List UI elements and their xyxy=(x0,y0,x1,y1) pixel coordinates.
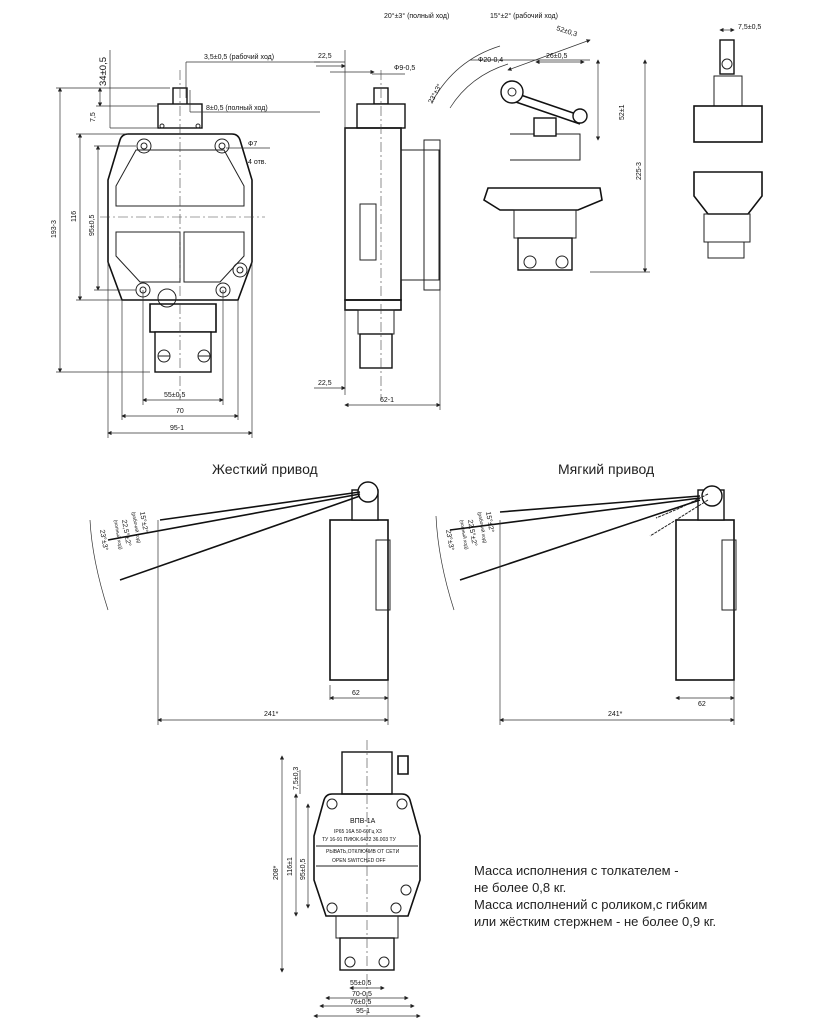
dim-116: 116 xyxy=(71,211,78,222)
rigid-dim-62: 62 xyxy=(352,690,360,697)
dim-70: 70 xyxy=(176,408,184,415)
angle-full-travel: 20°±3° (полный ход) xyxy=(384,12,449,20)
bottom-dim-55: 55±0,5 xyxy=(350,980,371,987)
plate-line3: РЫВАТЬ,ОТКЛЮЧИВ ОТ СЕТИ xyxy=(326,849,400,855)
mount-hole-tl xyxy=(136,138,152,154)
hole-count: 4 отв. xyxy=(248,159,267,166)
rigid-angle-full: 23°±3° xyxy=(98,529,110,551)
bottom-dim-76: 76±0,5 xyxy=(350,999,371,1006)
flex-angle-full: 23°±3° xyxy=(444,529,456,551)
bottom-view: ВПВ-1А IP65 16А 50-60Гц Х3 ТУ 16-91 ПИЮК… xyxy=(273,740,421,1019)
plate-line2: ТУ 16-91 ПИЮК.6422 36.003 ТУ xyxy=(322,837,397,843)
dim-dia20: Ф20-0,4 xyxy=(478,57,503,64)
plate-line1: IP65 16А 50-60Гц Х3 xyxy=(334,829,382,835)
bottom-dim-116: 116±1 xyxy=(287,857,294,876)
dim-full-travel: 8±0,5 (полный ход) xyxy=(206,104,268,112)
dim-34: 34±0,5 xyxy=(98,57,109,86)
dim-95-height: 95±0,5 xyxy=(89,215,96,236)
angle-working-travel: 15°±2° (рабочий ход) xyxy=(490,12,558,20)
rigid-dim-241: 241* xyxy=(264,711,279,718)
note-line: Масса исполнения с толкателем - xyxy=(474,863,679,878)
flex-dim-62: 62 xyxy=(698,701,706,708)
note-line: не более 0,8 кг. xyxy=(474,880,567,895)
mount-hole-r xyxy=(232,262,248,278)
front-view: 34±0,5 3,5±0,5 (рабочий ход) 8±0,5 (полн… xyxy=(51,50,320,438)
mass-notes: Масса исполнения с толкателем - не более… xyxy=(474,862,716,930)
flex-dim-241: 241* xyxy=(608,711,623,718)
dim-22-5-top: 22,5 xyxy=(318,53,332,60)
rigid-drive-view: Жесткий привод 15°±2° (рабочий ход) 22,5… xyxy=(89,461,391,725)
lever-head xyxy=(483,187,603,211)
flexible-drive-view: Мягкий привод 15°±2° (рабочий ход) 22,5°… xyxy=(435,461,737,725)
caption-rigid-drive: Жесткий привод xyxy=(212,461,318,477)
plate-model: ВПВ-1А xyxy=(350,818,376,825)
dim-62-side: 62-1 xyxy=(380,397,394,404)
dim-7-5: 7,5 xyxy=(90,112,97,122)
note-line: Масса исполнений с роликом,с гибким xyxy=(474,897,708,912)
hole-diameter: Ф7 xyxy=(248,141,257,148)
mount-hole-tr xyxy=(214,138,230,154)
dim-26: 26±0,5 xyxy=(546,53,567,60)
cable-gland xyxy=(154,331,212,373)
plate-line4: OPEN SWITCHED OFF xyxy=(332,858,386,864)
flex-angle-working: 15°±2° xyxy=(484,511,496,533)
bottom-dim-70: 70-0,5 xyxy=(352,991,372,998)
dim-52-1: 52±1 xyxy=(619,104,626,120)
angle-23: 23°±3° xyxy=(427,82,444,105)
side-body xyxy=(344,127,402,301)
dim-52-3: 52±0,3 xyxy=(555,25,578,38)
dim-7-5-roller: 7,5±0,5 xyxy=(738,24,761,31)
caption-flexible-drive: Мягкий привод xyxy=(558,461,654,477)
dim-dia9: Ф9-0,5 xyxy=(394,65,415,72)
bottom-dim-95: 95±0,5 xyxy=(300,859,307,880)
dim-225: 225-3 xyxy=(636,162,643,180)
roller-side-view: 7,5±0,5 xyxy=(693,24,763,259)
dim-193: 193-3 xyxy=(51,220,58,238)
bottom-dim-95-width: 95-1 xyxy=(356,1008,370,1015)
bottom-housing xyxy=(313,793,421,917)
bottom-dim-208: 208* xyxy=(273,865,280,880)
bottom-dim-7-5: 7,5±0,3 xyxy=(293,767,300,790)
lever-view: 20°±3° (полный ход) 15°±2° (рабочий ход)… xyxy=(384,12,650,273)
note-line: или жёстким стержнем - не более 0,9 кг. xyxy=(474,914,717,929)
dim-working-travel: 3,5±0,5 (рабочий ход) xyxy=(204,53,274,61)
rigid-angle-working: 15°±2° xyxy=(138,511,150,533)
lever-roller xyxy=(500,80,524,104)
dim-22-5-bottom: 22,5 xyxy=(318,380,332,387)
side-view: 22,5 Ф9-0,5 22,5 62-1 xyxy=(314,50,441,410)
dim-55: 55±0,5 xyxy=(164,392,185,399)
dim-95-width: 95-1 xyxy=(170,425,184,432)
